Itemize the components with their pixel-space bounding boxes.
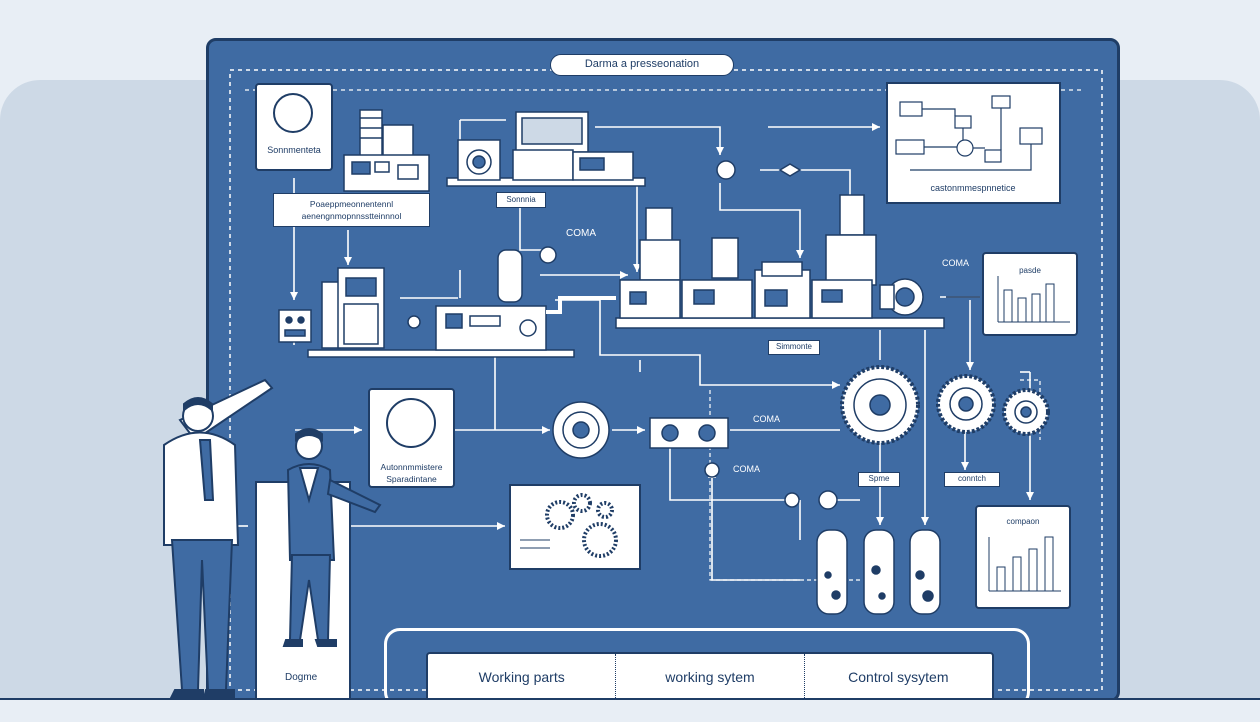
- sample-tube-2: [863, 529, 895, 615]
- logo-card-top-left: Sonnmenteta: [255, 83, 333, 171]
- bar-bottom-4: [1044, 536, 1054, 592]
- gear-small: [1002, 388, 1050, 436]
- tag-sonnnia: Sonnnia: [496, 192, 546, 208]
- machine-top-left: [343, 109, 430, 192]
- readout-panel: [649, 417, 729, 449]
- wheel-center-left: [552, 401, 610, 459]
- chart-card-bottom: compaon: [975, 505, 1071, 609]
- diagram-title: Darma a presseonation: [550, 54, 734, 76]
- banner-line-2: aenengnmopnnsstteinnnol: [301, 211, 402, 221]
- coma-label-4: COMA: [733, 464, 760, 474]
- chart-card-right: pasde: [982, 252, 1078, 336]
- sample-tube-1: [816, 529, 848, 615]
- node-valve-4: [784, 490, 838, 510]
- machine-rack-main: [615, 194, 980, 329]
- bar-right-3: [1031, 293, 1041, 323]
- door-label: Dogme: [285, 672, 318, 683]
- control-console-top: [446, 111, 646, 187]
- bar-bottom-2: [1012, 556, 1022, 592]
- bar-bottom-3: [1028, 548, 1038, 592]
- bar-chart-bottom: [988, 536, 1061, 592]
- bottom-item-control-system[interactable]: Control sysytem: [848, 669, 949, 685]
- automation-label-2: Sparadintane: [386, 474, 437, 484]
- tag-conntch: conntch: [944, 472, 1000, 487]
- bottom-item-working-system[interactable]: working sytem: [616, 654, 805, 700]
- bar-chart-right: [997, 276, 1070, 323]
- presenter-figure: [163, 378, 274, 699]
- node-valve-3: [704, 462, 720, 478]
- banner-label: Poaeppmeonnentennl aenengnmopnnsstteinnn…: [273, 193, 430, 227]
- bar-right-2: [1017, 297, 1027, 323]
- floor-line: [0, 698, 1260, 722]
- gear-large: [840, 365, 920, 445]
- node-valve-1: [539, 246, 557, 264]
- automation-card: Autonnmmistere Sparadintane: [368, 388, 455, 488]
- schematic-caption: castonmmespnnetice: [930, 183, 1016, 193]
- chart-bottom-title: compaon: [1006, 517, 1040, 526]
- chart-right-title: pasde: [1019, 266, 1041, 275]
- bottom-item-working-parts[interactable]: Working parts: [428, 654, 617, 700]
- logo-card-label: Sonnmenteta: [267, 145, 321, 155]
- control-box-small: [278, 309, 312, 343]
- schematic-card-top-right: [886, 82, 1061, 204]
- bar-right-4: [1045, 283, 1055, 323]
- coma-label-2: COMA: [942, 258, 969, 268]
- tag-simmonte: Simmonte: [768, 340, 820, 355]
- automation-label-1: Autonnmmistere: [380, 462, 443, 472]
- banner-line-1: Poaeppmeonnentennl: [309, 199, 394, 209]
- colleague-figure: [255, 428, 382, 701]
- bar-bottom-1: [996, 566, 1006, 592]
- tag-spme: Spme: [858, 472, 900, 487]
- sample-tube-3: [909, 529, 941, 615]
- gears-card: [509, 484, 641, 570]
- gear-medium: [936, 374, 996, 434]
- coma-label-1: COMA: [566, 228, 596, 239]
- node-valve-2: [716, 160, 802, 180]
- fan-icon: [386, 398, 436, 448]
- coma-label-3: COMA: [753, 414, 780, 424]
- bottom-system-bar: Working parts working sytem Control sysy…: [426, 652, 994, 702]
- flower-icon: [273, 93, 313, 133]
- bar-right-1: [1003, 289, 1013, 323]
- machine-left-middle: [307, 249, 616, 358]
